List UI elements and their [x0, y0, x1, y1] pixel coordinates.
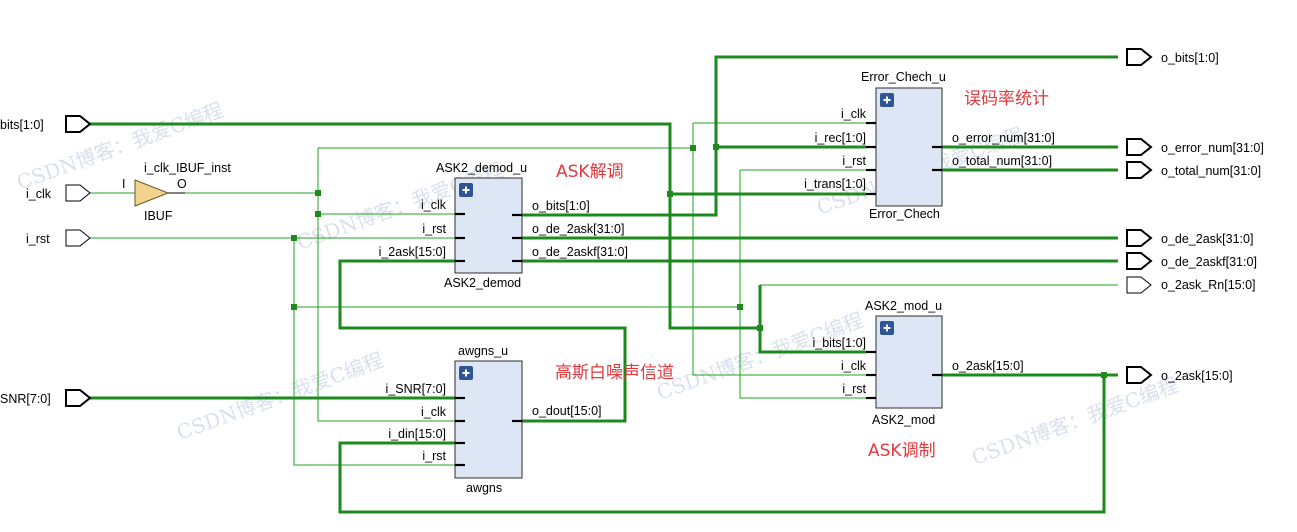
junction-dot: [291, 304, 297, 310]
junction-dot: [757, 325, 763, 331]
block-type-name: Error_Chech: [869, 207, 940, 221]
bus-bits: [90, 122, 760, 330]
block-instance-name: Error_Chech_u: [861, 70, 946, 84]
pin-label: i_clk: [421, 405, 447, 419]
block-awgns[interactable]: awgns_u i_SNR[7:0] i_clk i_din[15:0] i_r…: [386, 344, 602, 495]
junction-dot: [690, 145, 696, 151]
pin-label: i_2ask[15:0]: [379, 245, 446, 259]
pin-label: o_2ask[15:0]: [952, 359, 1024, 373]
output-ports: o_bits[1:0] o_error_num[31:0] o_total_nu…: [1126, 48, 1264, 384]
pin-label: o_dout[15:0]: [532, 404, 602, 418]
pin-label: o_de_2ask[31:0]: [532, 222, 624, 236]
pin-label: i_clk: [841, 359, 867, 373]
block-instance-name: ASK2_mod_u: [865, 299, 942, 313]
output-port-o-bits[interactable]: [1126, 48, 1153, 66]
output-port-o-de-2askf[interactable]: [1126, 252, 1153, 270]
output-port-label: o_total_num[31:0]: [1161, 164, 1261, 178]
net-rst-awgns: [293, 238, 455, 466]
pin-label: o_bits[1:0]: [532, 199, 590, 213]
input-port-rst[interactable]: [65, 229, 91, 247]
ibuf-instance-name: i_clk_IBUF_inst: [144, 161, 231, 175]
ibuf-out-pin-label: O: [177, 177, 187, 191]
output-port-label: o_bits[1:0]: [1161, 51, 1219, 65]
bus-awgn-out: [338, 259, 627, 423]
output-port-o-de-2ask[interactable]: [1126, 229, 1153, 247]
pin-label: i_SNR[7:0]: [386, 382, 446, 396]
output-port-label: o_de_2ask[31:0]: [1161, 232, 1253, 246]
pin-label: i_rst: [842, 382, 866, 396]
pin-label: i_rec[1:0]: [815, 131, 866, 145]
input-port-snr[interactable]: [65, 389, 92, 407]
junctions: [291, 144, 1107, 378]
output-port-o-2ask[interactable]: [1126, 366, 1153, 384]
expand-icon[interactable]: [880, 93, 894, 107]
junction-dot: [291, 235, 297, 241]
junction-dot: [713, 144, 719, 150]
annotation-error: 误码率统计: [964, 89, 1049, 109]
output-port-o-2ask-rn[interactable]: [1126, 276, 1152, 294]
pin-label: i_din[15:0]: [388, 427, 446, 441]
pin-label: o_de_2askf[31:0]: [532, 245, 628, 259]
pin-label: i_rst: [422, 222, 446, 236]
annotations: ASK解调 误码率统计 高斯白噪声信道 ASK调制: [555, 89, 1049, 461]
block-type-name: ASK2_mod: [872, 413, 935, 427]
input-port-clk[interactable]: [65, 184, 91, 202]
pin-label: i_rst: [422, 449, 446, 463]
output-port-label: o_2ask_Rn[15:0]: [1161, 278, 1256, 292]
expand-icon[interactable]: [880, 321, 894, 335]
annotation-demod: ASK解调: [556, 162, 624, 182]
block-type-name: awgns: [466, 481, 502, 495]
ibuf-in-pin-label: I: [122, 177, 125, 191]
watermark: CSDN博客：我爱C编程: [14, 98, 227, 195]
output-port-label: o_2ask[15:0]: [1161, 369, 1233, 383]
input-port-label: i_rst: [26, 232, 50, 246]
expand-icon[interactable]: [459, 366, 473, 380]
input-port-label: bits[1:0]: [0, 118, 44, 132]
block-body[interactable]: [454, 360, 523, 479]
buffer-icon: [134, 179, 170, 207]
pin-label: o_error_num[31:0]: [952, 131, 1055, 145]
pin-label: i_clk: [421, 198, 447, 212]
input-ports: bits[1:0] i_clk i_rst SNR[7:0]: [0, 115, 92, 407]
output-port-label: o_de_2askf[31:0]: [1161, 255, 1257, 269]
junction-dot: [737, 304, 743, 310]
bus-nets: [90, 55, 1118, 514]
junction-dot: [315, 211, 321, 217]
bus-obits: [522, 55, 1118, 217]
bus-bits-mod: [758, 328, 866, 354]
output-port-label: o_error_num[31:0]: [1161, 141, 1264, 155]
annotation-mod: ASK调制: [868, 441, 936, 461]
input-port-label: i_clk: [26, 187, 52, 201]
block-type-name: ASK2_demod: [444, 276, 521, 290]
junction-dot: [1101, 372, 1107, 378]
input-port-bits[interactable]: [65, 115, 92, 133]
pin-label: i_bits[1:0]: [812, 336, 866, 350]
bus-2ask-loop: [338, 375, 1106, 514]
pin-label: o_total_num[31:0]: [952, 154, 1052, 168]
ibuf-type-name: IBUF: [144, 209, 173, 223]
watermark: CSDN博客：我爱C编程: [969, 373, 1182, 470]
block-error-chech[interactable]: Error_Chech_u i_clk i_rec[1:0] i_rst i_t…: [804, 70, 1055, 221]
pin-label: i_clk: [841, 107, 867, 121]
input-port-label: SNR[7:0]: [0, 392, 51, 406]
watermark: CSDN博客：我爱C编程: [174, 348, 387, 445]
ibuf-cell[interactable]: i_clk_IBUF_inst I O IBUF: [122, 161, 231, 223]
net-rst-mod: [739, 170, 866, 399]
pin-label: i_rst: [842, 154, 866, 168]
junction-dot: [315, 190, 321, 196]
block-instance-name: ASK2_demod_u: [436, 161, 527, 175]
output-port-o-error-num[interactable]: [1126, 138, 1153, 156]
annotation-channel: 高斯白噪声信道: [555, 363, 674, 383]
net-clk-trunk: [317, 148, 455, 422]
block-ask2-mod[interactable]: ASK2_mod_u i_bits[1:0] i_clk i_rst o_2as…: [812, 299, 1023, 427]
block-ask2-demod[interactable]: ASK2_demod_u i_clk i_rst i_2ask[15:0] o_…: [379, 161, 628, 290]
junction-dot: [667, 191, 673, 197]
expand-icon[interactable]: [459, 183, 473, 197]
output-port-o-total-num[interactable]: [1126, 161, 1153, 179]
pin-label: i_trans[1:0]: [804, 177, 866, 191]
block-instance-name: awgns_u: [458, 344, 508, 358]
